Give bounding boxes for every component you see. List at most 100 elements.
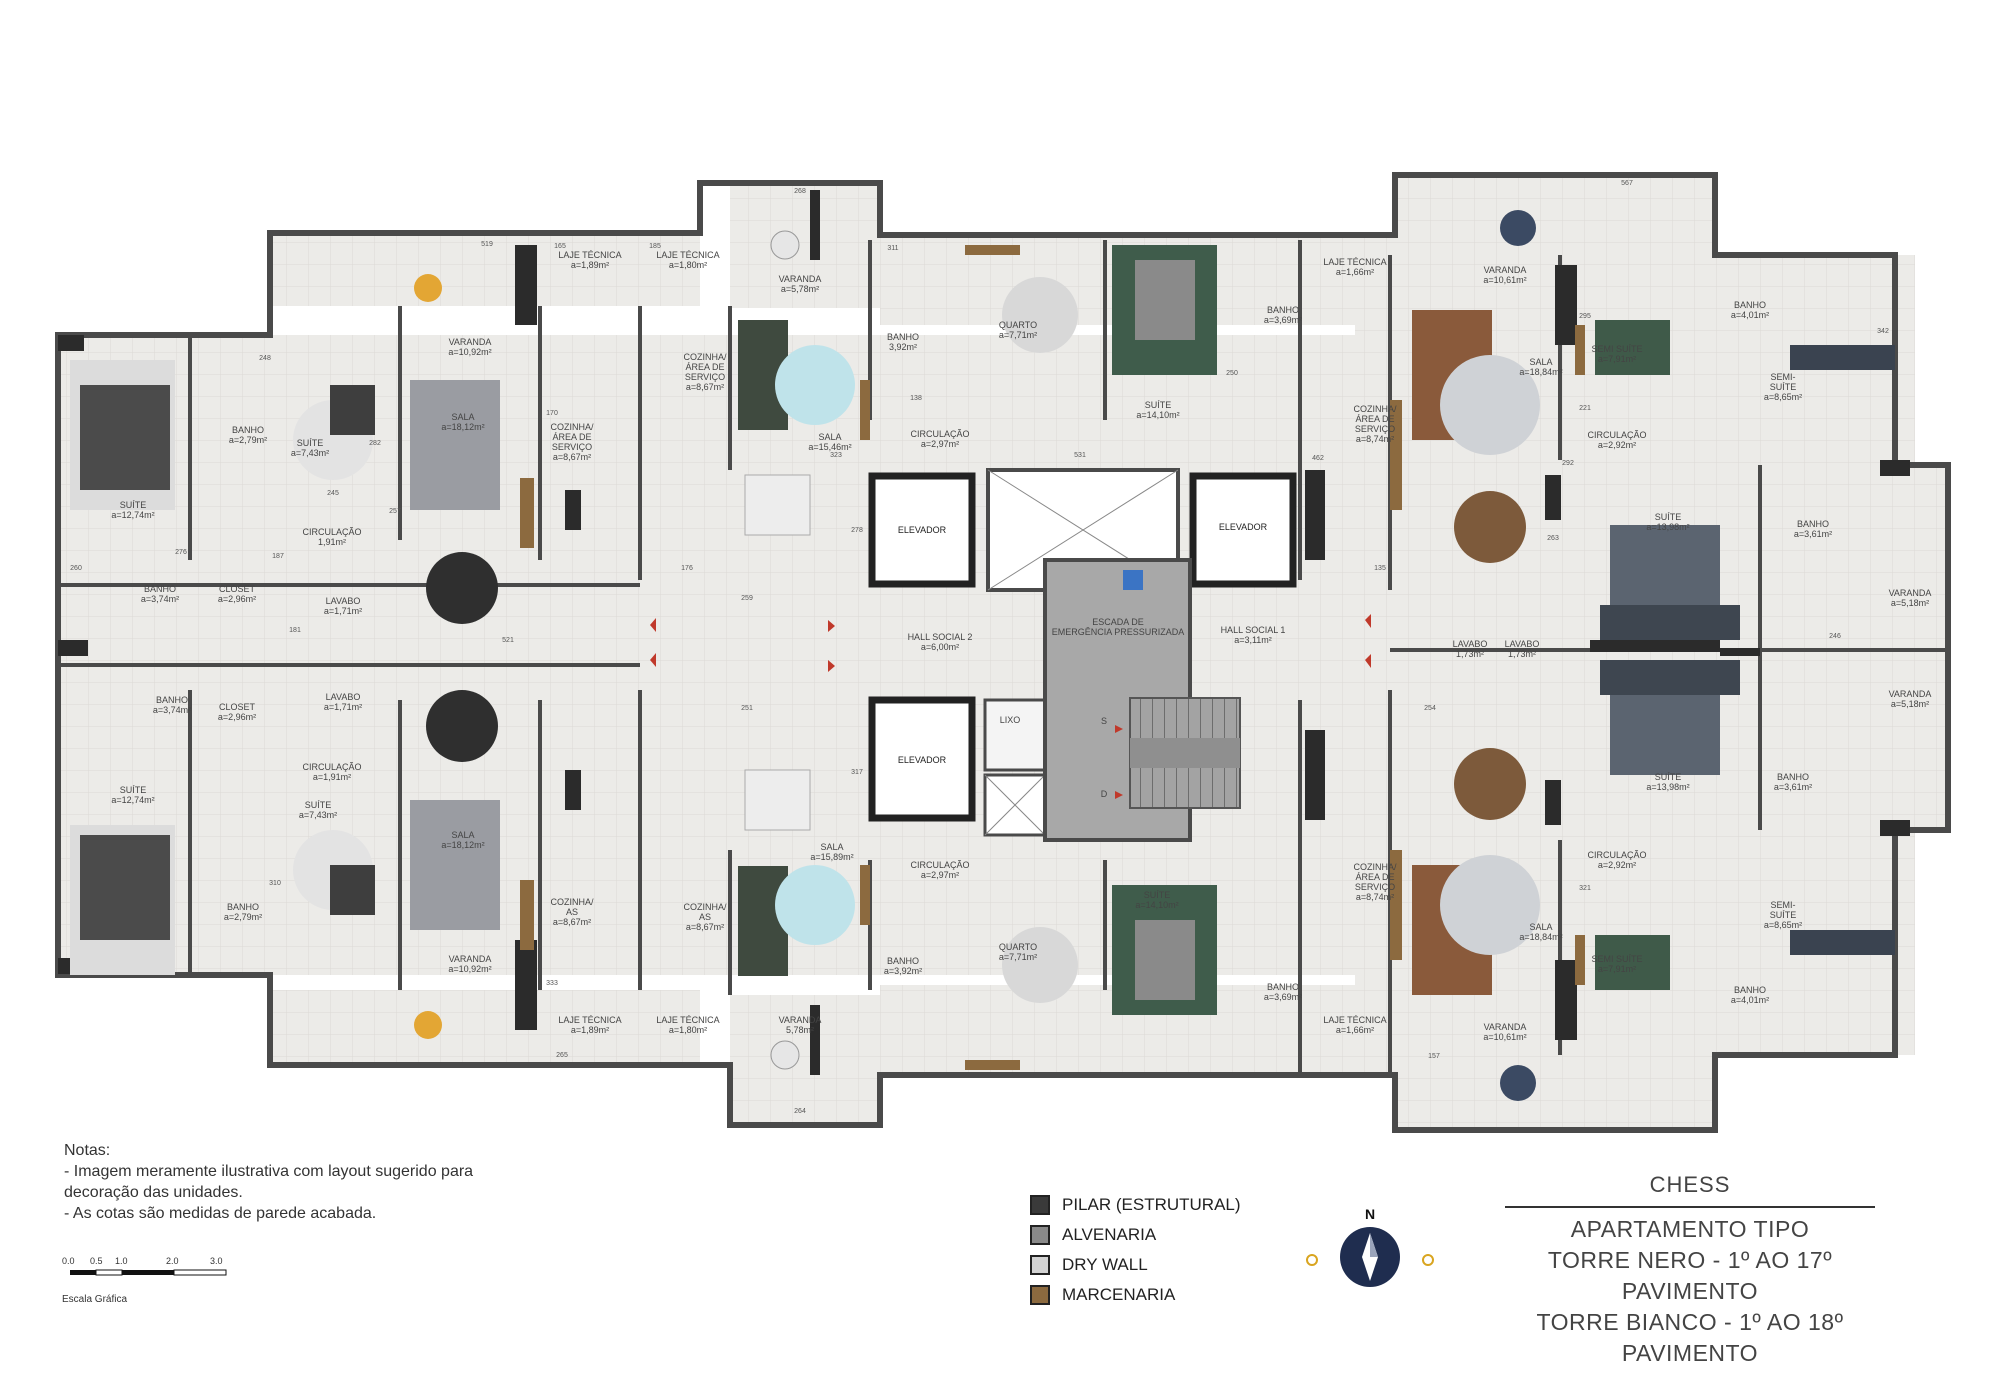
label-c-varanda-bottom-line: VARANDA	[779, 1015, 822, 1025]
label-rt-banho-b-line: a=3,61m²	[1794, 529, 1832, 539]
notes-line: - As cotas são medidas de parede acabada…	[64, 1205, 377, 1222]
label-lt-lavabo-line: a=1,71m²	[324, 606, 362, 616]
label-c-banho-top-right-line: BANHO	[1267, 305, 1299, 315]
label-c-cozinha-bottom-line: a=8,74m²	[1356, 892, 1394, 902]
label-rt-semi-suite-2-line: SEMI-	[1770, 372, 1795, 382]
brand-name: CHESS	[1649, 1172, 1731, 1197]
label-lt-cozinha-inner-line: a=8,67m²	[686, 382, 724, 392]
label-c-cozinha-top-line: ÁREA DE	[1355, 414, 1394, 424]
label-lb-cozinha-outer-line: a=8,67m²	[553, 917, 591, 927]
scale-bar-graphic: 0.0 0.5 1.0 2.0 3.0 Escala Gráfica	[62, 1256, 227, 1305]
label-lb-circulacao-line: a=1,91m²	[313, 772, 351, 782]
dim: 263	[1547, 535, 1559, 542]
label-c-circ-bottom-line: CIRCULAÇÃO	[910, 860, 969, 870]
dim: 185	[649, 243, 661, 250]
label-rt-sala-line: SALA	[1529, 357, 1552, 367]
label-lb-varanda-line: VARANDA	[449, 954, 492, 964]
label-c-cozinha-bottom-line: SERVIÇO	[1355, 882, 1395, 892]
label-elevador-2-line: ELEVADOR	[1219, 522, 1268, 532]
label-hall-2-line: HALL SOCIAL 2	[908, 632, 973, 642]
dim: 181	[289, 627, 301, 634]
label-c-sala-bottom-line: SALA	[820, 842, 843, 852]
dim: 321	[1579, 885, 1591, 892]
pillars	[58, 190, 1910, 1075]
label-c-laje-top-line: a=1,66m²	[1336, 267, 1374, 277]
scale-tick: 1.0	[115, 1256, 128, 1266]
label-elevador-3-line: ELEVADOR	[898, 755, 947, 765]
label-c-laje-bottom-line: LAJE TÉCNICA	[1323, 1015, 1386, 1025]
label-rb-circulacao-line: CIRCULAÇÃO	[1587, 850, 1646, 860]
label-rb-suite-line: a=13,98m²	[1646, 782, 1689, 792]
label-c-suite-bottom-line: SUÍTE	[1144, 890, 1171, 900]
label-lt-cozinha-outer-line: ÁREA DE	[552, 432, 591, 442]
label-rt-circulacao-line: CIRCULAÇÃO	[1587, 430, 1646, 440]
dim: 157	[1428, 1053, 1440, 1060]
dim: 333	[546, 980, 558, 987]
label-rb-semi-suite-2-line: SEMI-	[1770, 900, 1795, 910]
label-lb-sala-line: SALA	[451, 830, 474, 840]
compass: N	[1300, 1205, 1440, 1305]
label-c-quarto-bottom-line: QUARTO	[999, 942, 1037, 952]
label-rb-semi-suite-2-line: SUÍTE	[1770, 910, 1797, 920]
label-rb-sala-line: a=18,84m²	[1519, 932, 1562, 942]
label-c-cozinha-top-line: SERVIÇO	[1355, 424, 1395, 434]
dim: 268	[794, 188, 806, 195]
dim: 265	[556, 1052, 568, 1059]
label-rb-varanda-line: a=10,61m²	[1483, 1032, 1526, 1042]
label-elevador-1: ELEVADOR	[898, 525, 947, 535]
label-rb-banho-a-line: BANHO	[1734, 985, 1766, 995]
label-lb-lavabo-line: a=1,71m²	[324, 702, 362, 712]
label-lt-suite-small-line: SUÍTE	[297, 438, 324, 448]
label-rt-circulacao-line: a=2,92m²	[1598, 440, 1636, 450]
label-c-sala-top-line: SALA	[818, 432, 841, 442]
dim: 254	[1424, 705, 1436, 712]
dim: 264	[794, 1108, 806, 1115]
dim: 135	[1374, 565, 1386, 572]
dim: 462	[1312, 455, 1324, 462]
scale-tick: 3.0	[210, 1256, 223, 1266]
label-lt-banho-suite-line: a=2,79m²	[229, 435, 267, 445]
label-c-circ-top-line: CIRCULAÇÃO	[910, 429, 969, 439]
label-c-varanda-top-line: a=5,78m²	[781, 284, 819, 294]
label-c-sala-bottom-line: a=15,89m²	[810, 852, 853, 862]
dim: 246	[1829, 633, 1841, 640]
label-c-banho-bottom-right-line: BANHO	[1267, 982, 1299, 992]
sun-icon	[1306, 1254, 1318, 1266]
label-rt-lavabo-a-line: 1,73m²	[1456, 649, 1484, 659]
label-lb-cozinha-inner-line: AS	[699, 912, 711, 922]
label-c-cozinha-top-line: COZINHA/	[1353, 404, 1397, 414]
scale-bar: 0.0 0.5 1.0 2.0 3.0 Escala Gráfica	[60, 1256, 240, 1318]
label-rt-lavabo-b-line: 1,73m²	[1508, 649, 1536, 659]
label-rb-semi-suite-line: SEMI SUÍTE	[1591, 954, 1642, 964]
label-rt-varanda-line: VARANDA	[1484, 265, 1527, 275]
walls	[55, 172, 1951, 1133]
label-lb-cozinha-outer-line: AS	[566, 907, 578, 917]
label-c-suite-top-line: a=14,10m²	[1136, 410, 1179, 420]
label-c-quarto-top-line: QUARTO	[999, 320, 1037, 330]
dim: 165	[554, 243, 566, 250]
label-lt-cozinha-inner-line: SERVIÇO	[685, 372, 725, 382]
label-lt-laje1-line: LAJE TÉCNICA	[558, 250, 621, 260]
label-lb-laje2-line: LAJE TÉCNICA	[656, 1015, 719, 1025]
dim: 221	[1579, 405, 1591, 412]
